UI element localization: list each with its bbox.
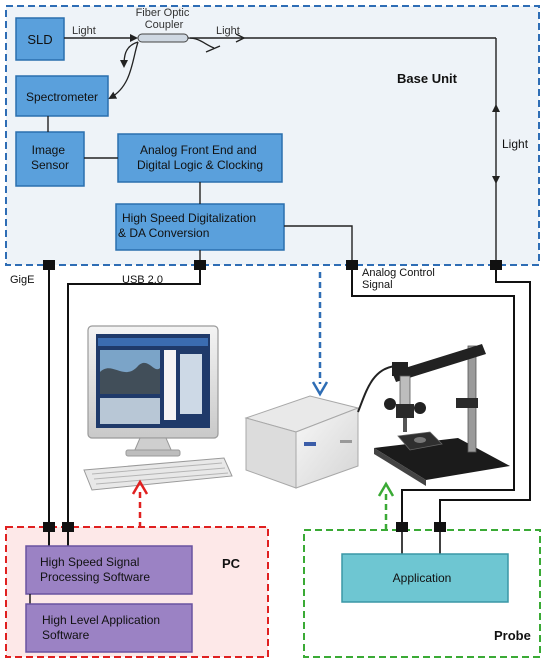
usb-connector	[194, 260, 206, 270]
digitalization-block	[115, 203, 285, 251]
fiber-coupler-label: Fiber Optic Coupler	[136, 7, 193, 31]
application-label: Application	[393, 571, 452, 585]
analog-front-end-line-2: Digital Logic & Clocking	[137, 158, 263, 172]
fiber-coupler-icon	[137, 33, 189, 43]
pc-label: PC	[222, 556, 241, 571]
light-label-left: Light	[72, 25, 96, 37]
light-arrow-up	[492, 104, 500, 112]
application-block	[341, 553, 509, 603]
pc-usb-connector	[62, 522, 74, 532]
probe-control-cable	[401, 320, 515, 522]
probe-control-connector	[396, 522, 408, 532]
digitalization-line-2: & DA Conversion	[118, 226, 209, 240]
analog-control-label: Analog Control Signal	[362, 267, 438, 291]
light-label-vertical: Light	[502, 137, 529, 151]
application-software-line-1: High Level Application	[42, 613, 160, 627]
gige-connector	[43, 260, 55, 270]
digitalization-label: High Speed Digitalization & DA Conversio…	[118, 211, 259, 240]
base-unit-label: Base Unit	[397, 71, 458, 86]
spectrometer-block	[15, 75, 109, 117]
oct-probe-stand-icon	[374, 344, 510, 486]
coupler-to-spectrometer-line	[120, 41, 139, 68]
fiber-coupler-line-1: Fiber Optic	[136, 7, 190, 19]
light-connector	[490, 260, 502, 270]
light-arrow-down	[492, 176, 500, 184]
signal-processing-label: High Speed Signal Processing Software	[40, 555, 150, 584]
application-software-block	[25, 603, 193, 653]
image-sensor-line-1: Image	[32, 143, 66, 157]
light-arrow-right	[235, 33, 246, 43]
sld-label: SLD	[27, 32, 52, 47]
oct-base-unit-device-icon	[244, 395, 360, 489]
light-cable	[439, 270, 531, 522]
device-to-probe-cable	[357, 365, 397, 413]
fiber-coupler-line-2: Coupler	[145, 19, 184, 31]
spectrometer-feed-line	[108, 41, 139, 99]
analog-front-end-line-1: Analog Front End and	[140, 143, 257, 157]
analog-control-line-1: Analog Control	[362, 267, 435, 279]
image-sensor-label: Image Sensor	[31, 143, 69, 172]
pc-to-computer-arrowhead	[131, 479, 149, 495]
digital-to-analog-control-line	[284, 225, 353, 266]
fiber-stub	[205, 45, 221, 53]
usb-cable	[67, 270, 201, 522]
analog-control-cable	[351, 270, 515, 320]
signal-processing-block	[25, 545, 193, 595]
probe-to-stand-arrowhead	[377, 481, 395, 497]
computer-monitor-icon	[87, 325, 219, 457]
light-label-right: Light	[216, 25, 240, 37]
analog-front-end-label: Analog Front End and Digital Logic & Clo…	[137, 143, 263, 172]
gige-label: GigE	[10, 274, 34, 286]
probe-label: Probe	[494, 628, 531, 643]
analog-control-line-2: Signal	[362, 279, 393, 291]
image-sensor-block	[15, 131, 85, 187]
sld-block	[15, 17, 65, 61]
base-to-device-arrowhead	[311, 381, 329, 397]
probe-light-connector	[434, 522, 446, 532]
image-sensor-line-2: Sensor	[31, 158, 69, 172]
keyboard-icon	[83, 457, 233, 491]
analog-control-connector	[346, 260, 358, 270]
digitalization-line-1: High Speed Digitalization	[122, 211, 256, 225]
signal-processing-line-2: Processing Software	[40, 570, 150, 584]
spectrometer-label: Spectrometer	[26, 90, 98, 104]
signal-processing-line-1: High Speed Signal	[40, 555, 139, 569]
application-software-line-2: Software	[42, 628, 90, 642]
pc-gige-connector	[43, 522, 55, 532]
application-software-label: High Level Application Software	[42, 613, 163, 642]
